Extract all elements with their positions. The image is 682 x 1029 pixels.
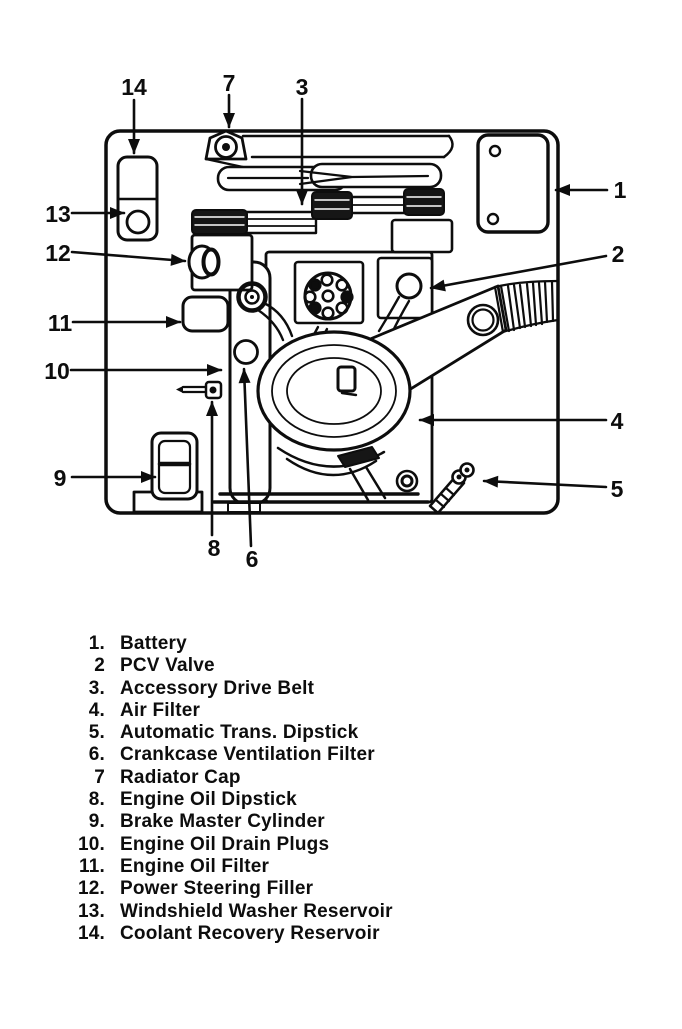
cowl-band <box>241 134 454 159</box>
leader-12 <box>70 250 187 266</box>
callout-label-14: 14 <box>121 74 147 100</box>
legend-item-number: 5. <box>88 722 105 744</box>
legend-item-label: Battery <box>120 633 187 654</box>
legend-item-number: 12. <box>77 878 105 900</box>
legend-item-label: Accessory Drive Belt <box>120 677 315 699</box>
legend-item-8: 8. Engine Oil Dipstick <box>68 789 628 811</box>
legend-item-2: 2 PCV Valve <box>68 655 628 677</box>
legend-item-7: 7 Radiator Cap <box>68 767 628 789</box>
callout-label-8: 8 <box>208 535 221 561</box>
leader-5 <box>482 475 608 489</box>
legend-item-label: Coolant Recovery Reservoir <box>120 922 380 944</box>
legend-item-label: Windshield Washer Reservoir <box>120 900 393 922</box>
legend-item-number: 6. <box>88 744 105 766</box>
drive-belt-shapes <box>191 188 445 235</box>
pcv-valve-shape <box>395 272 423 300</box>
legend-item-label: Radiator Cap <box>120 766 241 788</box>
legend-item-label: Crankcase Ventilation Filter <box>120 744 375 766</box>
legend-item-5: 5. Automatic Trans. Dipstick <box>68 722 628 744</box>
callout-numbers: 1 2 3 4 5 6 7 8 9 10 11 12 13 14 <box>44 70 626 572</box>
legend-item-number: 14. <box>77 922 105 944</box>
legend-item-number: 11. <box>79 855 105 877</box>
crankcase-vent-filter-shape <box>233 339 259 365</box>
intake-duct-ribs <box>493 279 560 334</box>
legend-item-number: 1. <box>88 633 105 654</box>
wing-nut <box>336 365 357 393</box>
callout-label-10: 10 <box>44 358 70 384</box>
engine-compartment-diagram: 1 2 3 4 5 6 7 8 9 10 11 12 13 14 <box>44 70 626 572</box>
legend-item-number: 9. <box>88 811 105 833</box>
callout-label-1: 1 <box>614 177 627 203</box>
leader-6 <box>238 367 253 548</box>
washer-reservoir-circle <box>125 209 151 235</box>
battery-shape <box>476 133 550 234</box>
trans-dipstick-shape <box>428 462 475 515</box>
callout-label-9: 9 <box>54 465 67 491</box>
legend-item-1: 1. Battery <box>68 633 628 655</box>
legend-item-number: 8. <box>88 789 105 811</box>
callout-label-12: 12 <box>45 240 71 266</box>
callout-label-11: 11 <box>48 310 73 336</box>
legend-item-label: Brake Master Cylinder <box>120 811 325 833</box>
callout-leaders <box>69 93 609 548</box>
callout-label-4: 4 <box>611 408 624 434</box>
legend-item-14: 14. Coolant Recovery Reservoir <box>68 923 628 945</box>
oil-dipstick-shape <box>176 380 223 400</box>
legend-item-6: 6. Crankcase Ventilation Filter <box>68 744 628 766</box>
legend-item-label: PCV Valve <box>120 655 215 677</box>
legend-item-label: Engine Oil Drain Plugs <box>120 833 330 855</box>
oil-filter-shape <box>181 295 230 333</box>
callout-label-2: 2 <box>612 241 625 267</box>
callout-label-3: 3 <box>296 74 309 100</box>
engine-bracket <box>390 218 454 254</box>
legend-item-9: 9. Brake Master Cylinder <box>68 811 628 833</box>
brake-master-cylinder-shape <box>132 431 204 514</box>
legend-item-number: 10. <box>77 833 105 855</box>
legend-item-label: Automatic Trans. Dipstick <box>120 722 359 744</box>
legend-item-12: 12. Power Steering Filler <box>68 878 628 900</box>
parts-legend: 1. Battery 2 PCV Valve 3. Accessory Driv… <box>68 633 628 945</box>
callout-label-7: 7 <box>223 70 236 96</box>
legend-item-11: 11. Engine Oil Filter <box>68 856 628 878</box>
callout-label-5: 5 <box>611 476 624 502</box>
legend-item-label: Air Filter <box>120 699 201 721</box>
legend-item-number: 2 <box>94 655 105 677</box>
legend-item-label: Engine Oil Filter <box>120 855 270 877</box>
callout-label-13: 13 <box>45 201 71 227</box>
radiator-cap-shape <box>204 129 254 171</box>
legend-item-10: 10. Engine Oil Drain Plugs <box>68 834 628 856</box>
legend-item-label: Engine Oil Dipstick <box>120 789 297 811</box>
legend-item-number: 7 <box>94 766 105 788</box>
legend-item-13: 13. Windshield Washer Reservoir <box>68 901 628 923</box>
legend-item-label: Power Steering Filler <box>120 878 314 900</box>
legend-item-4: 4. Air Filter <box>68 700 628 722</box>
leader-2 <box>429 254 608 292</box>
distributor-cap <box>293 260 365 325</box>
oil-filler-cap <box>236 281 268 313</box>
callout-label-6: 6 <box>246 546 259 572</box>
legend-item-number: 3. <box>88 677 105 699</box>
legend-item-3: 3. Accessory Drive Belt <box>68 678 628 700</box>
air-filter-shape <box>256 330 412 477</box>
hose-capsules <box>216 162 443 192</box>
legend-item-number: 13. <box>77 900 105 922</box>
power-steering-filler-shape <box>187 233 254 292</box>
legend-item-number: 4. <box>88 699 105 721</box>
belt-guard <box>337 446 387 502</box>
pulley-circle <box>395 469 419 493</box>
